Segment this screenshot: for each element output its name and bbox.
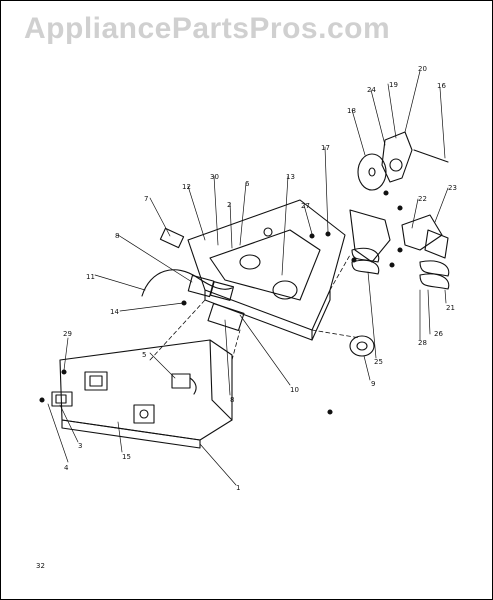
- callout-21: 21: [446, 304, 455, 312]
- callout-25: 25: [374, 358, 383, 366]
- callout-labels: 1 2 3 4 5 6 7 8 8 9 10 11 12 13 14 15 16…: [63, 65, 457, 492]
- leader-lines: [47, 70, 449, 486]
- page-number: 32: [36, 562, 45, 570]
- callout-26: 26: [434, 330, 443, 338]
- dashed-guides: [149, 254, 361, 421]
- callout-9: 9: [371, 380, 375, 388]
- wire-harness: [141, 269, 233, 297]
- callout-5: 5: [142, 351, 146, 359]
- callout-30: 30: [210, 173, 219, 181]
- part-9: [349, 335, 375, 357]
- callout-27: 27: [301, 202, 310, 210]
- callout-1: 1: [236, 484, 240, 492]
- callout-8b: 8: [230, 396, 234, 404]
- bracket-assembly: [349, 209, 443, 263]
- callout-8a: 8: [115, 232, 119, 240]
- callout-17: 17: [321, 144, 330, 152]
- actuator-pads: [351, 229, 450, 290]
- callout-11: 11: [86, 273, 95, 281]
- switch-assembly: [187, 274, 245, 332]
- callout-7: 7: [144, 195, 148, 203]
- callout-23: 23: [448, 184, 457, 192]
- switch-part: [51, 391, 73, 407]
- callout-13: 13: [286, 173, 295, 181]
- callout-20: 20: [418, 65, 427, 73]
- callout-3: 3: [78, 442, 82, 450]
- screws: [39, 190, 403, 415]
- callout-24: 24: [367, 86, 376, 94]
- callout-22: 22: [418, 195, 427, 203]
- lamp-part: [159, 227, 185, 249]
- callout-16: 16: [437, 82, 446, 90]
- wheel-assembly: [357, 131, 449, 191]
- callout-14: 14: [110, 308, 119, 316]
- callout-10: 10: [290, 386, 299, 394]
- callout-19: 19: [389, 81, 398, 89]
- callout-29: 29: [63, 330, 72, 338]
- part-5: [171, 373, 197, 395]
- callout-12: 12: [182, 183, 191, 191]
- callout-6: 6: [245, 180, 250, 188]
- housing: [187, 199, 346, 341]
- callout-18: 18: [347, 107, 356, 115]
- watermark: AppliancePartsPros.com: [24, 12, 391, 45]
- callout-4: 4: [64, 464, 69, 472]
- callout-28: 28: [418, 339, 427, 347]
- callout-2: 2: [227, 201, 231, 209]
- callout-15: 15: [122, 453, 131, 461]
